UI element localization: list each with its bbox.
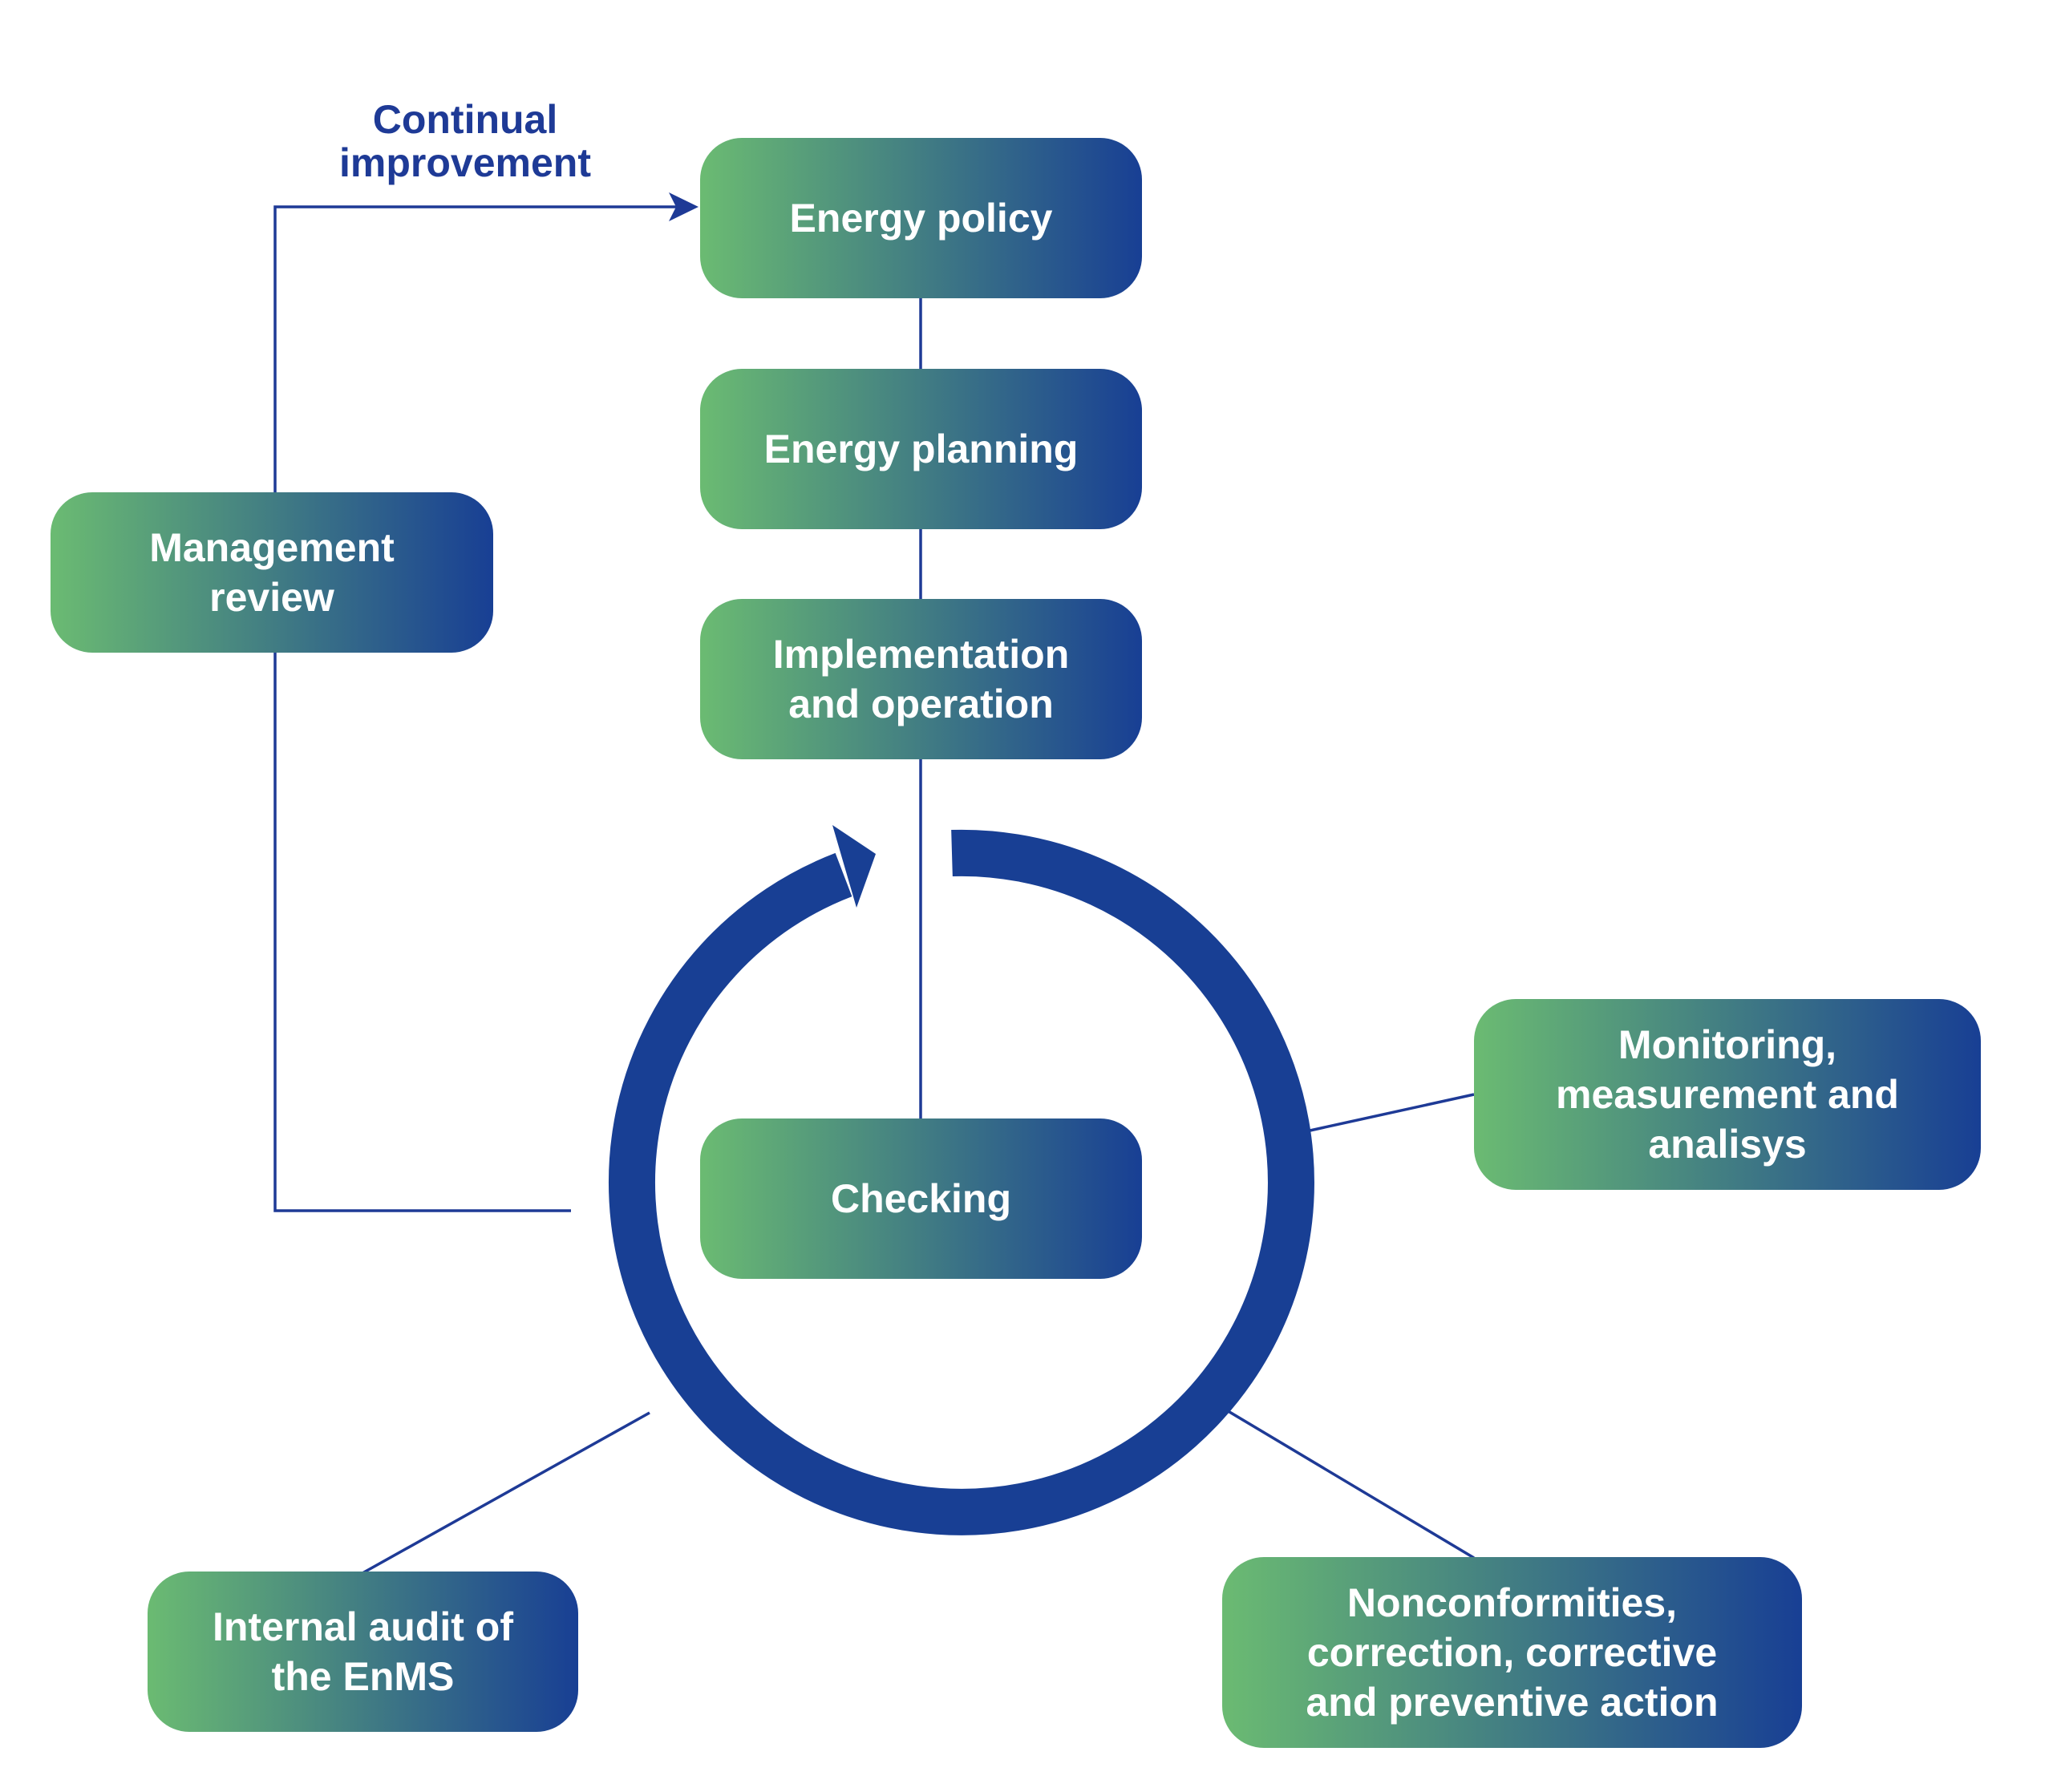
improvement-loop-connector (273, 205, 682, 1212)
energy-policy-box: Energy policy (700, 138, 1142, 298)
implementation-label: Implementation and operation (772, 632, 1070, 726)
cycle-arrowhead (832, 825, 876, 908)
management-review-box: Management review (51, 492, 493, 653)
implementation-box: Implementation and operation (700, 599, 1142, 759)
nonconformities-label: Nonconformities, correction, corrective … (1306, 1580, 1719, 1725)
monitoring-box: Monitoring, measurement and analisys (1474, 999, 1981, 1190)
internal-audit-box: Internal audit of the EnMS (148, 1572, 578, 1732)
internal-audit-connector (362, 1411, 650, 1575)
nonconformities-connector (1205, 1396, 1475, 1559)
management-review-label: Management review (149, 525, 395, 620)
checking-label: Checking (830, 1176, 1012, 1221)
energy-policy-label: Energy policy (789, 196, 1053, 241)
checking-box: Checking (700, 1118, 1142, 1279)
arrowhead-icon (669, 192, 699, 221)
internal-audit-label: Internal audit of the EnMS (213, 1604, 513, 1699)
monitoring-label: Monitoring, measurement and analisys (1556, 1022, 1899, 1167)
energy-planning-label: Energy planning (763, 427, 1079, 471)
energy-planning-box: Energy planning (700, 369, 1142, 529)
continual-improvement-caption: Continual improvement (339, 97, 591, 185)
nonconformities-box: Nonconformities, correction, corrective … (1222, 1557, 1802, 1748)
circular-arrow-icon (609, 829, 1314, 1535)
